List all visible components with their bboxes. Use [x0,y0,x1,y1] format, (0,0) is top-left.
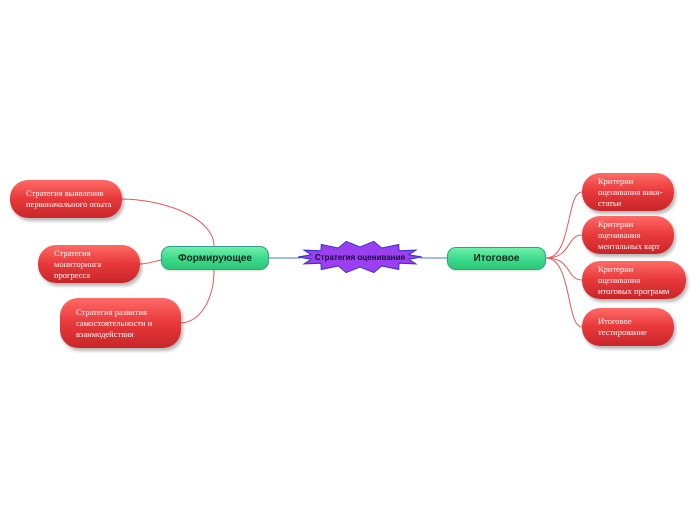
topic-label-independence: Стратегия развития самостоятельности и в… [76,306,153,339]
topic-label-mindmap-criteria: Критерии оценивания ментальных карт [598,218,660,251]
topic-label-progress-monitoring: Стратегия мониторинга прогресса [54,247,102,280]
branch-node-formative[interactable]: Формирующее [161,246,269,270]
topic-node-final-test[interactable]: Итоговое тестирование [582,308,674,346]
branch-label-summative: Итоговое [473,253,520,264]
link-right-child-4 [545,257,583,328]
topic-node-initial-experience[interactable]: Стратегия выявления первоначального опыт… [10,180,122,218]
topic-node-program-criteria[interactable]: Критерии оценивания итоговых программ [582,261,686,299]
center-topic-label: Стратегия оценивания [314,252,406,262]
topic-node-wiki-criteria[interactable]: Критерии оценивания вики-статьи [582,173,674,211]
topic-label-final-test: Итоговое тестирование [598,316,647,337]
branch-label-formative: Формирующее [178,252,252,264]
topic-label-initial-experience: Стратегия выявления первоначального опыт… [26,188,112,209]
link-left-child-2 [139,259,162,265]
link-right-child-1 [545,191,583,259]
link-right-child-3 [545,257,583,281]
topic-label-program-criteria: Критерии оценивания итоговых программ [598,263,670,296]
topic-label-wiki-criteria: Критерии оценивания вики-статьи [598,175,663,208]
branch-node-summative[interactable]: Итоговое [447,247,546,270]
link-right-child-2 [545,234,583,259]
link-left-child-1 [121,198,215,247]
topic-node-independence[interactable]: Стратегия развития самостоятельности и в… [60,298,181,348]
starburst-shape [297,240,423,274]
topic-node-progress-monitoring[interactable]: Стратегия мониторинга прогресса [38,245,140,283]
topic-node-mindmap-criteria[interactable]: Критерии оценивания ментальных карт [582,216,674,254]
center-topic-node[interactable]: Стратегия оценивания [296,240,424,274]
link-left-child-3 [180,269,215,324]
